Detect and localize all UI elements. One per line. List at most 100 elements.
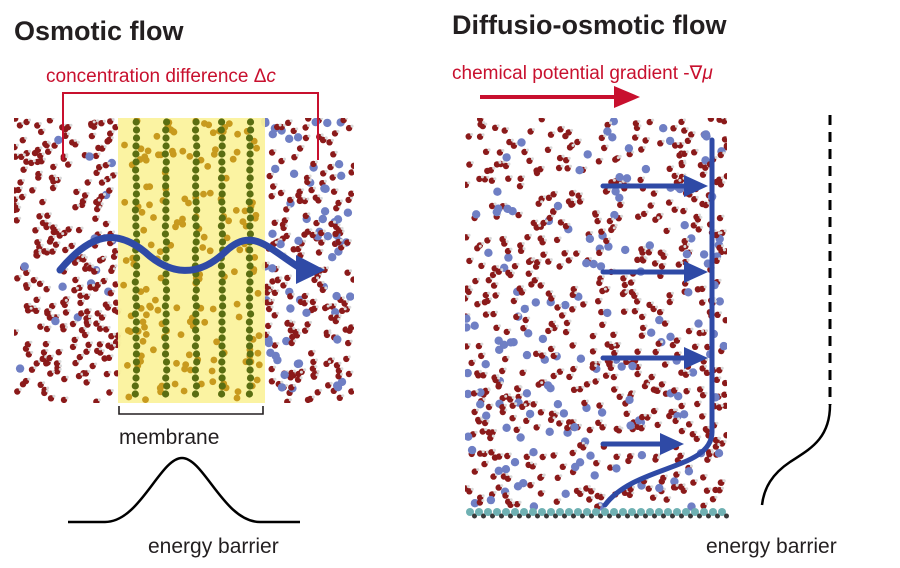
water-hydrogen bbox=[507, 492, 510, 496]
water-hydrogen bbox=[678, 351, 682, 355]
water-hydrogen bbox=[644, 324, 648, 328]
water-hydrogen bbox=[268, 289, 272, 293]
solute-atom bbox=[470, 321, 479, 330]
water-hydrogen bbox=[569, 164, 573, 168]
water-hydrogen bbox=[551, 214, 555, 218]
water-hydrogen bbox=[504, 408, 508, 412]
water-hydrogen bbox=[320, 118, 324, 120]
water-hydrogen bbox=[25, 166, 29, 170]
energy-barrier-label-left: energy barrier bbox=[148, 535, 279, 558]
water-hydrogen bbox=[340, 367, 344, 371]
water-hydrogen bbox=[18, 216, 22, 220]
water-hydrogen bbox=[597, 378, 601, 381]
water-hydrogen bbox=[474, 430, 478, 434]
solute-atom bbox=[277, 383, 287, 392]
water-hydrogen bbox=[520, 393, 524, 397]
solute-atom bbox=[687, 234, 696, 243]
water-hydrogen bbox=[681, 141, 685, 145]
water-hydrogen bbox=[18, 205, 22, 209]
wall-atom-dark bbox=[544, 513, 549, 519]
water-hydrogen bbox=[504, 235, 508, 239]
water-oxygen bbox=[707, 118, 715, 122]
wall-atom-dark bbox=[715, 513, 720, 519]
water-hydrogen bbox=[683, 402, 687, 406]
solute-atom bbox=[502, 153, 511, 162]
water-hydrogen bbox=[274, 240, 278, 244]
water-hydrogen bbox=[658, 387, 662, 391]
membrane-column-atom bbox=[218, 190, 226, 198]
water-hydrogen bbox=[54, 248, 57, 252]
water-hydrogen bbox=[478, 300, 482, 304]
water-hydrogen bbox=[728, 432, 731, 435]
water-hydrogen bbox=[577, 250, 581, 254]
solute-atom bbox=[603, 127, 612, 136]
solute-atom bbox=[714, 449, 724, 458]
water-hydrogen bbox=[687, 371, 691, 375]
membrane-column-atom bbox=[193, 150, 201, 158]
water-hydrogen bbox=[347, 355, 351, 359]
membrane-column-atom bbox=[246, 366, 254, 374]
water-hydrogen bbox=[571, 143, 575, 147]
water-hydrogen bbox=[355, 162, 358, 165]
membrane-column-atom bbox=[192, 222, 200, 230]
water-oxygen bbox=[721, 136, 727, 143]
water-hydrogen bbox=[573, 305, 577, 309]
water-hydrogen bbox=[639, 348, 643, 352]
solute-atom bbox=[320, 207, 330, 216]
membrane-column-atom bbox=[217, 222, 225, 230]
water-hydrogen bbox=[77, 188, 81, 192]
water-hydrogen bbox=[604, 423, 607, 427]
water-hydrogen bbox=[668, 227, 672, 231]
water-hydrogen bbox=[720, 404, 724, 407]
membrane-column-atom bbox=[245, 358, 253, 366]
water-hydrogen bbox=[624, 274, 628, 278]
water-hydrogen bbox=[568, 319, 572, 323]
water-hydrogen bbox=[703, 299, 707, 303]
water-hydrogen bbox=[28, 302, 32, 306]
water-hydrogen bbox=[42, 381, 46, 385]
water-hydrogen bbox=[683, 245, 687, 248]
water-hydrogen bbox=[286, 217, 290, 220]
water-hydrogen bbox=[507, 162, 511, 166]
water-hydrogen bbox=[722, 180, 726, 184]
water-hydrogen bbox=[523, 288, 527, 292]
water-hydrogen bbox=[725, 118, 727, 121]
water-hydrogen bbox=[552, 131, 556, 135]
water-oxygen bbox=[305, 118, 312, 122]
water-hydrogen bbox=[28, 284, 32, 288]
water-hydrogen bbox=[93, 132, 97, 136]
gradient-arrow bbox=[480, 86, 640, 108]
membrane-column-atom bbox=[162, 374, 170, 382]
wall-atom bbox=[484, 508, 492, 516]
solute-atom bbox=[465, 323, 471, 332]
wall-atom-layer bbox=[466, 508, 729, 519]
water-hydrogen bbox=[64, 322, 68, 326]
water-hydrogen bbox=[341, 229, 345, 233]
membrane-atom bbox=[125, 393, 133, 401]
water-hydrogen bbox=[591, 426, 595, 430]
water-hydrogen bbox=[54, 184, 58, 188]
water-hydrogen bbox=[322, 229, 326, 233]
water-hydrogen bbox=[33, 366, 37, 370]
water-hydrogen bbox=[276, 311, 280, 315]
membrane-column-atom bbox=[246, 374, 255, 382]
membrane-atom bbox=[209, 305, 217, 313]
solute-atom bbox=[494, 466, 503, 475]
membrane-column-atom bbox=[133, 230, 141, 238]
membrane-atom bbox=[208, 367, 216, 375]
wall-atom-dark bbox=[472, 513, 477, 519]
water-hydrogen bbox=[538, 224, 542, 227]
membrane-column-atom bbox=[246, 382, 254, 390]
water-hydrogen bbox=[505, 240, 509, 244]
water-hydrogen bbox=[16, 196, 20, 200]
membrane-atom bbox=[234, 130, 242, 138]
water-hydrogen bbox=[16, 143, 19, 147]
water-hydrogen bbox=[324, 136, 328, 140]
solute-atom bbox=[517, 138, 526, 147]
membrane-atom bbox=[223, 234, 231, 242]
membrane-atom bbox=[138, 208, 146, 216]
wall-atom bbox=[520, 508, 528, 516]
solute-atom bbox=[611, 187, 620, 196]
water-hydrogen bbox=[573, 418, 577, 422]
wall-atom-dark bbox=[643, 513, 648, 519]
